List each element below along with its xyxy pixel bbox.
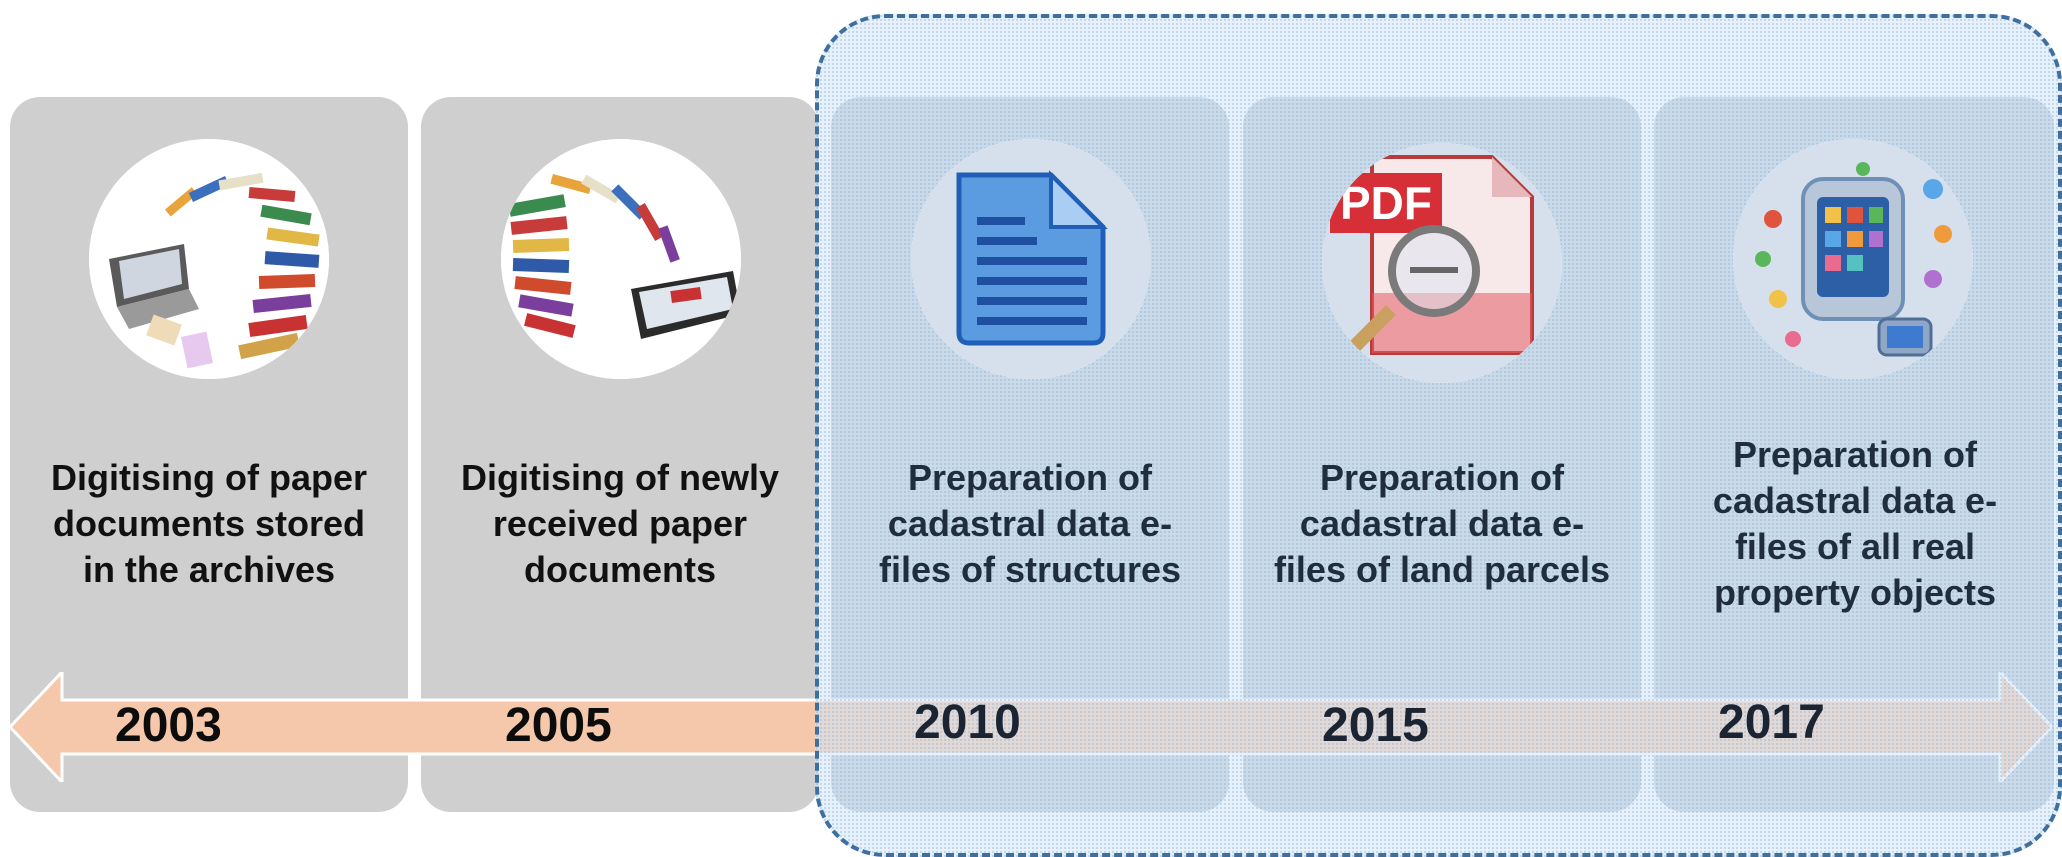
stage-text-2015: Preparation of cadastral data e- files o… xyxy=(1273,457,1611,590)
year-label-2005: 2005 xyxy=(505,699,612,752)
year-label-2003: 2003 xyxy=(115,699,222,752)
stage-text-2003: Digitising of paper documents stored in … xyxy=(50,457,367,590)
books-laptop-icon xyxy=(89,139,329,379)
year-label-2010: 2010 xyxy=(914,696,1021,749)
year-label-2015: 2015 xyxy=(1322,699,1429,752)
books-tablet-icon xyxy=(501,139,741,379)
stage-text-2005: Digitising of newly received paper docum… xyxy=(460,457,779,590)
pdf-magnifier-icon: PDF xyxy=(1322,143,1562,383)
stage-text-2017: Preparation of cadastral data e- files o… xyxy=(1712,434,1998,613)
svg-text:PDF: PDF xyxy=(1340,177,1432,229)
year-label-2017: 2017 xyxy=(1718,696,1825,749)
tablet-apps-icon xyxy=(1733,139,1973,379)
document-icon xyxy=(911,139,1151,379)
stage-text-2010: Preparation of cadastral data e- files o… xyxy=(878,457,1182,590)
